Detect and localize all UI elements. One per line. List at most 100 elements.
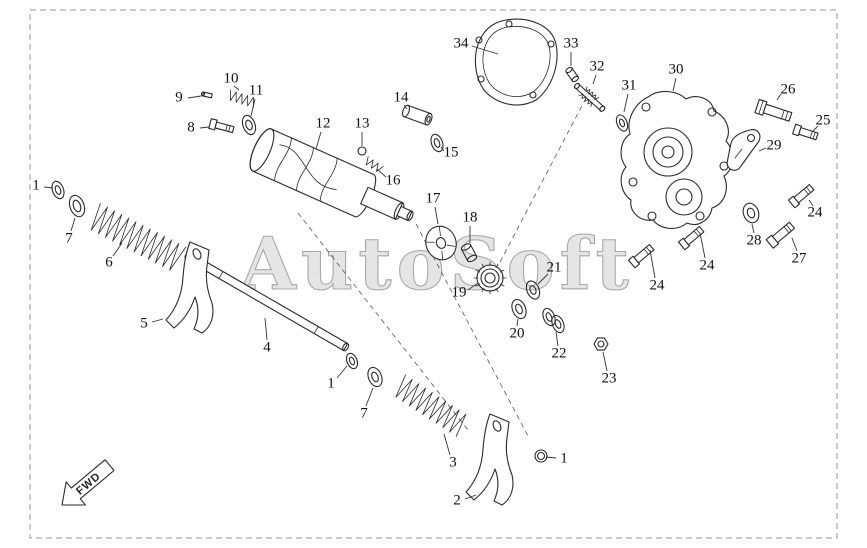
part-number-28: 28: [747, 232, 762, 248]
leader-line-24: [699, 232, 706, 259]
circlip-1-mid: [345, 352, 359, 370]
leader-line-14: [403, 104, 408, 110]
leader-line-29: [758, 147, 767, 152]
leader-line-26: [776, 93, 782, 101]
construction-lines: [297, 97, 587, 437]
gear-19: [473, 261, 507, 295]
pin-18: [460, 243, 478, 263]
part-number-22: 22: [552, 345, 567, 361]
stopper-plate: [726, 129, 761, 171]
shift-fork-5: [165, 241, 214, 334]
leader-line-30: [672, 77, 677, 92]
part-number-18: 18: [463, 209, 478, 225]
washer-7-mid: [367, 366, 383, 388]
part-number-24: 24: [808, 204, 824, 220]
leader-line-10: [233, 85, 240, 91]
leader-line-1: [336, 365, 348, 379]
leader-line-4: [264, 317, 268, 341]
part-number-30: 30: [669, 61, 684, 77]
part-number-8: 8: [187, 119, 195, 135]
gasket: [474, 18, 558, 106]
part-number-19: 19: [452, 284, 467, 300]
part-number-7: 7: [65, 230, 73, 246]
leader-line-27: [791, 237, 798, 252]
leader-line-31: [623, 93, 629, 113]
part-number-15: 15: [444, 144, 459, 160]
part-number-1: 1: [32, 177, 40, 193]
nut-23: [593, 337, 609, 351]
washer-21: [525, 280, 541, 300]
leader-line-17: [434, 206, 439, 225]
part-number-33: 33: [564, 35, 579, 51]
spring-3: [395, 374, 467, 437]
diagram-border: [29, 9, 838, 539]
washer-22: [542, 307, 565, 334]
part-number-3: 3: [449, 454, 457, 470]
part-number-27: 27: [792, 250, 808, 266]
cam-plate-17: [425, 225, 457, 261]
bolt-24-a: [787, 183, 815, 209]
spring-6: [90, 203, 187, 271]
leader-line-34: [471, 45, 499, 55]
leader-line-16: [376, 168, 387, 178]
leader-line-5: [151, 318, 164, 323]
leader-line-19: [467, 282, 479, 291]
part-number-4: 4: [263, 339, 271, 355]
part-number-9: 9: [175, 89, 183, 105]
shift-fork-2: [465, 413, 514, 506]
leader-line-32: [592, 74, 597, 85]
part-number-34: 34: [454, 35, 470, 51]
shift-drum: [249, 128, 414, 222]
part-number-32: 32: [590, 58, 605, 74]
washer-15: [430, 133, 444, 153]
part-number-7: 7: [360, 405, 368, 421]
leader-line-8: [199, 126, 210, 129]
part-number-11: 11: [249, 82, 263, 98]
part-number-20: 20: [510, 325, 525, 341]
leader-line-23: [602, 351, 608, 372]
leader-line-28: [751, 223, 755, 234]
circlip-1-right: [534, 449, 548, 463]
spring-10: [230, 89, 254, 109]
leader-line-7: [365, 387, 374, 407]
part-number-12: 12: [316, 115, 331, 131]
washer-11: [241, 114, 257, 136]
washer-28: [742, 202, 760, 224]
bolt-24-b: [677, 225, 705, 251]
leader-line-20: [516, 318, 519, 327]
part-number-24: 24: [650, 277, 666, 293]
leader-line-3: [443, 433, 451, 456]
dowel-pin: [565, 66, 579, 83]
part-number-1: 1: [560, 450, 568, 466]
part-number-10: 10: [224, 70, 239, 86]
leader-line-2: [464, 494, 477, 500]
leader-line-11: [250, 98, 256, 117]
part-number-1: 1: [327, 375, 335, 391]
spring-16: [365, 156, 384, 172]
ball-13: [357, 146, 367, 156]
part-number-25: 25: [816, 112, 831, 128]
washer-20: [511, 298, 527, 320]
bolt-27: [765, 221, 796, 249]
part-number-13: 13: [355, 115, 370, 131]
leader-line-12: [315, 131, 322, 150]
part-number-26: 26: [781, 81, 797, 97]
part-number-21: 21: [547, 259, 562, 275]
bolt-8: [208, 118, 235, 134]
leader-line-1: [43, 186, 54, 189]
pin-9: [200, 91, 213, 99]
part-number-14: 14: [394, 89, 410, 105]
washer-31: [615, 114, 629, 132]
leader-line-22: [555, 331, 559, 347]
leader-line-6: [112, 242, 123, 257]
leader-line-9: [187, 95, 202, 99]
bolt-24-c: [627, 243, 655, 269]
shift-spindle: [573, 82, 606, 112]
part-number-16: 16: [386, 172, 402, 188]
leader-line-7: [70, 217, 76, 232]
part-number-5: 5: [140, 315, 148, 331]
